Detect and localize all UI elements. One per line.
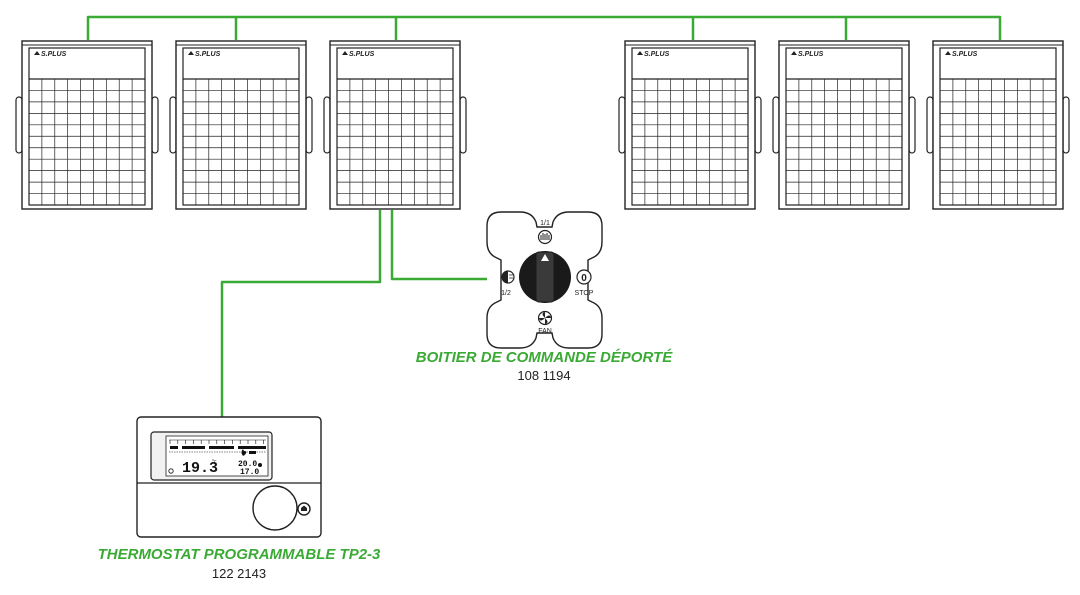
heater-unit: S.PLUS xyxy=(926,40,1070,210)
heater-grille xyxy=(940,79,1056,205)
position-label-left: 1/2 xyxy=(501,290,511,297)
position-label-top: 1/1 xyxy=(540,220,550,227)
heater-grille xyxy=(183,79,299,205)
stop-icon: 0 xyxy=(576,269,592,285)
heater-panel xyxy=(785,47,903,206)
thermostat-wire xyxy=(220,210,382,417)
heater-panel xyxy=(939,47,1057,206)
heater-grille xyxy=(786,79,902,205)
heater-grille xyxy=(29,79,145,205)
heater-unit: S.PLUS xyxy=(15,40,159,210)
heater-handle-right xyxy=(754,96,762,154)
brand-name: S.PLUS xyxy=(349,51,375,58)
heater-handle-right xyxy=(908,96,916,154)
lcd-eco-setpoint: 17.0 xyxy=(240,468,259,477)
clock-icon xyxy=(168,468,174,474)
brand-logo: S.PLUS xyxy=(945,51,978,58)
brand-logo: S.PLUS xyxy=(34,51,67,58)
brand-logo: S.PLUS xyxy=(637,51,670,58)
control-box-title: BOITIER DE COMMANDE DÉPORTÉ xyxy=(416,349,673,366)
thermostat-dial[interactable] xyxy=(252,485,298,531)
heat-full-icon xyxy=(537,229,553,245)
heater-panel xyxy=(631,47,749,206)
heater-grille xyxy=(337,79,453,205)
heater-handle-left xyxy=(323,96,331,154)
lcd-comfort-setpoint: 20.0 xyxy=(238,460,257,469)
heater-handle-right xyxy=(459,96,467,154)
flame-icon xyxy=(241,449,256,456)
control-box-wire xyxy=(390,210,487,281)
thermostat-title: THERMOSTAT PROGRAMMABLE TP2-3 xyxy=(98,546,381,563)
lcd-temperature: 19.3 xyxy=(182,460,218,477)
svg-text:0: 0 xyxy=(581,273,587,284)
heater-unit: S.PLUS xyxy=(169,40,313,210)
heater-unit: S.PLUS xyxy=(323,40,467,210)
sun-icon xyxy=(258,463,262,467)
heater-panel xyxy=(182,47,300,206)
heater-handle-left xyxy=(926,96,934,154)
home-button[interactable] xyxy=(297,502,311,516)
position-label-right: STOP xyxy=(575,290,594,297)
heater-handle-right xyxy=(1062,96,1070,154)
brand-name: S.PLUS xyxy=(41,51,67,58)
brand-name: S.PLUS xyxy=(195,51,221,58)
home-icon xyxy=(301,505,307,511)
heater-handle-right xyxy=(151,96,159,154)
heater-handle-left xyxy=(618,96,626,154)
heater-handle-right xyxy=(305,96,313,154)
heater-grille xyxy=(632,79,748,205)
heat-half-icon xyxy=(501,270,515,284)
control-box-reference: 108 1194 xyxy=(517,368,570,383)
knob-pointer-icon xyxy=(541,254,549,261)
heater-handle-left xyxy=(15,96,23,154)
heater-handle-left xyxy=(772,96,780,154)
heater-handle-left xyxy=(169,96,177,154)
fan-icon xyxy=(537,310,553,326)
remote-control-box: 1/1 1/2 0 STOP FAN xyxy=(486,211,603,349)
brand-logo: S.PLUS xyxy=(342,51,375,58)
heater-panel xyxy=(28,47,146,206)
brand-name: S.PLUS xyxy=(644,51,670,58)
selector-knob[interactable] xyxy=(519,251,571,303)
heater-group: S.PLUS S.PLUS S.PLUS S.PLUS S.PLUS S.PLUS xyxy=(15,40,1070,210)
lcd-unit: °c xyxy=(212,459,217,465)
heater-panel xyxy=(336,47,454,206)
brand-name: S.PLUS xyxy=(952,51,978,58)
heater-unit: S.PLUS xyxy=(618,40,762,210)
brand-logo: S.PLUS xyxy=(188,51,221,58)
programmable-thermostat: 19.3 °c 20.0 17.0 xyxy=(136,416,322,538)
brand-logo: S.PLUS xyxy=(791,51,824,58)
wiring xyxy=(86,15,1002,417)
bus-wire xyxy=(86,15,1002,40)
heater-unit: S.PLUS xyxy=(772,40,916,210)
thermostat-reference: 122 2143 xyxy=(212,566,266,581)
brand-name: S.PLUS xyxy=(798,51,824,58)
position-label-bottom: FAN xyxy=(538,328,552,335)
